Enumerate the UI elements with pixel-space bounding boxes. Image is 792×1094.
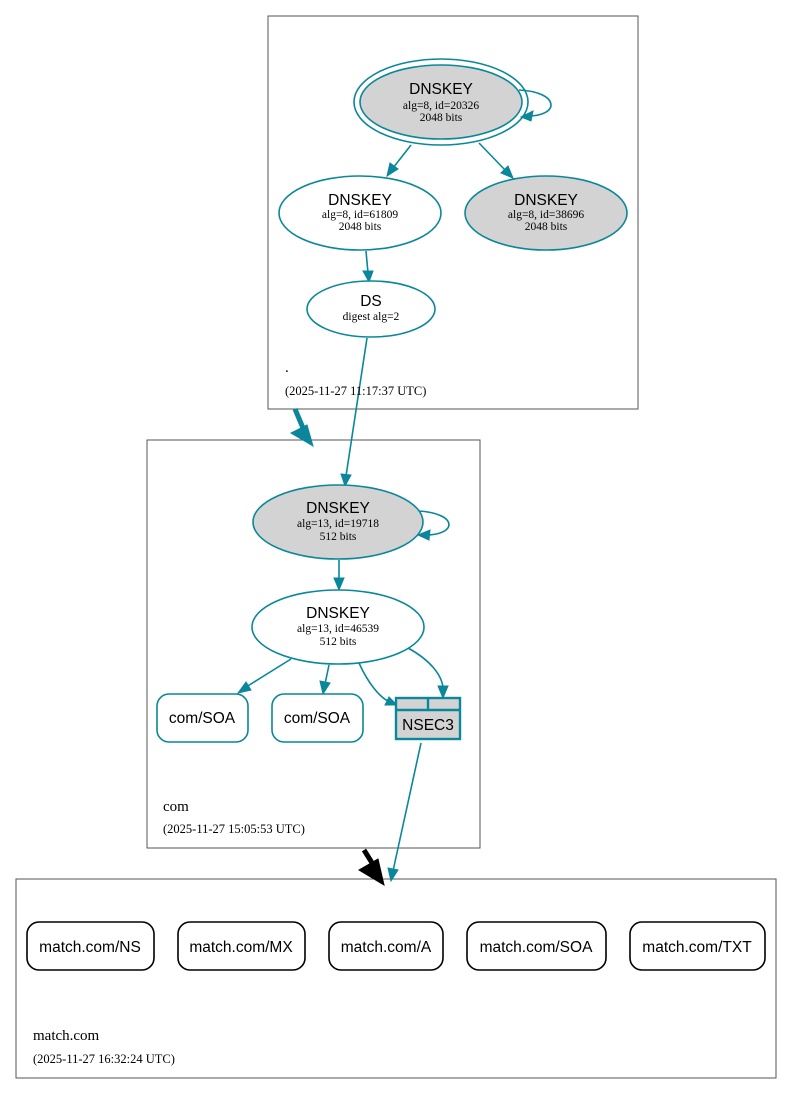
- node-match-soa[interactable]: match.com/SOA: [466, 921, 607, 971]
- edge-ds-com-ksk: [345, 337, 368, 477]
- edge-com-ksk-self: [417, 510, 450, 536]
- edge-zsk1-ds: [365, 250, 369, 274]
- arrowhead: [358, 858, 385, 887]
- arrowhead: [500, 165, 514, 179]
- edge-com-zsk-soa1: [245, 658, 292, 688]
- rr-label: com/SOA: [284, 710, 351, 727]
- node-title: DS: [360, 293, 382, 310]
- arrowhead: [362, 270, 374, 284]
- node-detail: 512 bits: [320, 531, 357, 543]
- node-detail: alg=13, id=46539: [297, 623, 379, 635]
- zone-box-root: [267, 15, 639, 410]
- node-root-zsk-38696[interactable]: DNSKEY alg=8, id=38696 2048 bits: [464, 175, 628, 251]
- zone-name-root: .: [285, 360, 289, 376]
- edge-root-ksk-zsk2: [478, 142, 507, 172]
- node-root-zsk-61809[interactable]: DNSKEY alg=8, id=61809 2048 bits: [278, 175, 442, 251]
- zone-box-match: [15, 878, 777, 1079]
- zone-name-match: match.com: [33, 1028, 100, 1044]
- node-title: DNSKEY: [409, 81, 473, 98]
- arrowhead: [289, 424, 314, 448]
- rr-label: match.com/MX: [189, 939, 293, 956]
- rr-label: match.com/A: [341, 939, 432, 956]
- arrowhead: [340, 473, 352, 488]
- node-detail: alg=13, id=19718: [297, 518, 379, 530]
- arrowhead: [384, 696, 399, 706]
- zone-timestamp-com: (2025-11-27 15:05:53 UTC): [163, 822, 305, 836]
- node-detail: alg=8, id=38696: [508, 209, 584, 221]
- arrowhead: [416, 529, 431, 541]
- node-detail: digest alg=2: [343, 311, 400, 323]
- node-nsec3[interactable]: NSEC3: [394, 696, 462, 741]
- node-root-ksk[interactable]: DNSKEY alg=8, id=20326 2048 bits: [353, 58, 529, 146]
- node-match-a[interactable]: match.com/A: [328, 921, 444, 971]
- node-detail: alg=8, id=61809: [322, 209, 398, 221]
- node-title: DNSKEY: [514, 192, 578, 209]
- arrowhead: [387, 867, 399, 883]
- arrowhead: [437, 685, 449, 700]
- edge-com-zsk-nsec3-b: [407, 647, 444, 689]
- rr-label: match.com/SOA: [480, 939, 593, 956]
- node-match-txt[interactable]: match.com/TXT: [629, 921, 766, 971]
- edge-com-zsk-soa2: [324, 664, 330, 685]
- node-detail: alg=8, id=20326: [403, 100, 479, 112]
- node-com-zsk[interactable]: DNSKEY alg=13, id=46539 512 bits: [251, 589, 425, 665]
- rr-label: match.com/TXT: [642, 939, 752, 956]
- zone-timestamp-root: (2025-11-27 11:17:37 UTC): [285, 384, 426, 398]
- node-com-soa-2[interactable]: com/SOA: [271, 693, 364, 743]
- edge-nsec3-match: [392, 742, 422, 872]
- node-detail: 2048 bits: [420, 112, 463, 124]
- node-detail: 512 bits: [320, 636, 357, 648]
- node-title: DNSKEY: [306, 605, 370, 622]
- node-title: DNSKEY: [328, 192, 392, 209]
- arrowhead: [333, 577, 345, 592]
- node-detail: 2048 bits: [339, 221, 382, 233]
- node-com-soa-1[interactable]: com/SOA: [156, 693, 249, 743]
- zone-timestamp-match: (2025-11-27 16:32:24 UTC): [33, 1052, 175, 1066]
- edge-root-ksk-self: [518, 89, 552, 117]
- node-ds[interactable]: DS digest alg=2: [306, 280, 436, 338]
- node-detail: 2048 bits: [525, 221, 568, 233]
- node-match-ns[interactable]: match.com/NS: [26, 921, 155, 971]
- edge-root-ksk-zsk1: [392, 144, 412, 169]
- arrowhead: [236, 681, 252, 694]
- node-match-mx[interactable]: match.com/MX: [177, 921, 306, 971]
- arrowhead: [519, 110, 534, 122]
- zone-box-com: [146, 439, 481, 849]
- delegation-root-com: [292, 408, 306, 429]
- rr-label: match.com/NS: [39, 939, 141, 956]
- node-title: DNSKEY: [306, 500, 370, 517]
- rr-label: NSEC3: [402, 717, 454, 734]
- node-com-ksk[interactable]: DNSKEY alg=13, id=19718 512 bits: [252, 484, 424, 560]
- rr-label: com/SOA: [169, 710, 236, 727]
- arrowhead: [386, 162, 399, 178]
- arrowhead: [319, 680, 331, 696]
- edge-com-zsk-nsec3-a: [358, 662, 391, 703]
- zone-name-com: com: [163, 799, 189, 815]
